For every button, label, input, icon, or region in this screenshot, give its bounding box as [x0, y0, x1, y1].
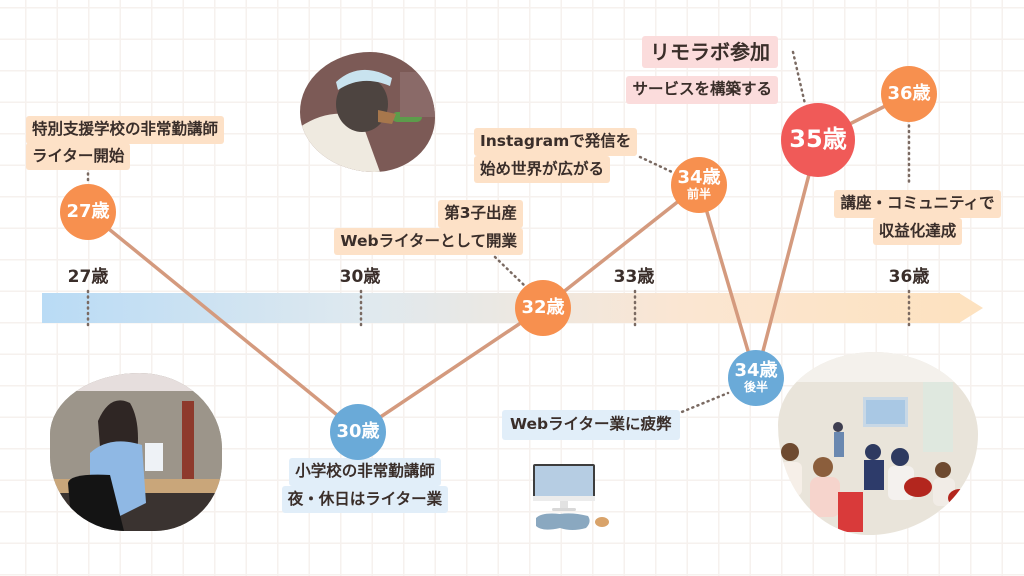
child-photo [300, 52, 435, 172]
tick-27: 27歳 [67, 267, 109, 287]
tick-36: 36歳 [888, 267, 930, 287]
node-35: 35歳 [781, 103, 855, 177]
label-30: 小学校の非常勤講師 夜・休日はライター業 [268, 458, 462, 513]
writer-photo [50, 373, 222, 531]
tick-33: 33歳 [613, 267, 655, 287]
node-36: 36歳 [881, 66, 937, 122]
computer-illustration [530, 462, 615, 534]
node-32: 32歳 [515, 280, 571, 336]
node-27: 27歳 [60, 184, 116, 240]
node-34-first-half: 34歳 前半 [671, 157, 727, 213]
label-34-first-half: Instagramで発信を 始め世界が広がる [474, 128, 638, 183]
label-36: 講座・コミュニティで 収益化達成 [815, 190, 1020, 245]
label-34-second-half: Webライター業に疲弊 [502, 410, 680, 440]
node-34-second-half: 34歳 後半 [728, 350, 784, 406]
timeline-arrow-tip [959, 293, 983, 323]
label-35: リモラボ参加 サービスを構築する [588, 36, 778, 104]
node-30: 30歳 [330, 404, 386, 460]
tick-30: 30歳 [339, 267, 381, 287]
label-27: 特別支援学校の非常勤講師 ライター開始 [26, 116, 225, 170]
label-32: 第3子出産 Webライターとして開業 [295, 200, 523, 255]
